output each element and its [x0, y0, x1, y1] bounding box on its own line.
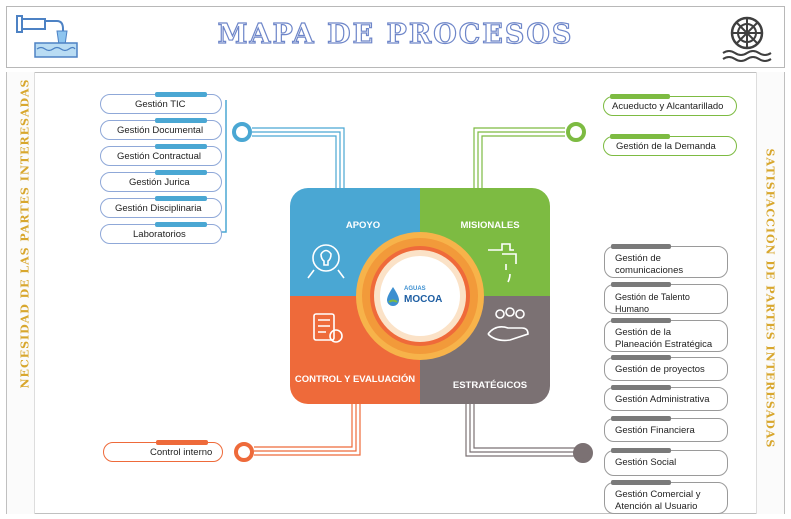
apoyo-item[interactable]: Laboratorios	[100, 222, 222, 244]
estrategicos-item[interactable]: Gestión de proyectos	[604, 355, 728, 381]
estrategicos-item[interactable]: Gestión de Talento Humano	[604, 282, 728, 314]
content-frame	[6, 72, 785, 514]
apoyo-connector	[232, 122, 252, 142]
page-title: MAPA DE PROCESOS	[217, 18, 574, 50]
team-hand-icon	[487, 307, 529, 342]
apoyo-item[interactable]: Gestión TIC	[100, 92, 222, 114]
misionales-connector	[566, 122, 586, 142]
control-connector	[234, 442, 254, 462]
misionales-label: MISIONALES	[460, 220, 520, 231]
logo-line1: AGUAS	[404, 286, 426, 292]
lightbulb-gear-icon	[307, 244, 345, 279]
faucet-icon	[488, 243, 517, 283]
water-pipe-icon	[16, 15, 78, 58]
apoyo-item[interactable]: Gestión Contractual	[100, 144, 222, 166]
header-bar: MAPA DE PROCESOS	[6, 6, 785, 68]
estrategicos-item[interactable]: Gestión Financiera	[604, 416, 728, 442]
apoyo-label: APOYO	[345, 220, 381, 231]
estrategicos-item[interactable]: Gestión Social	[604, 448, 728, 476]
apoyo-item[interactable]: Gestión Documental	[100, 118, 222, 140]
estrategicos-connector	[573, 443, 593, 463]
control-label: CONTROL Y EVALUACIÓN	[294, 374, 416, 385]
process-map-center	[290, 188, 550, 404]
misionales-item[interactable]: Acueducto y Alcantarillado	[603, 94, 737, 116]
estrategicos-item[interactable]: Gestión Comercial y Atención al Usuario	[604, 480, 728, 514]
logo-line2: MOCOA	[404, 294, 443, 305]
aguas-mocoa-logo: AGUAS MOCOA	[378, 280, 458, 316]
apoyo-item[interactable]: Gestión Jurica	[100, 170, 222, 192]
right-side-band	[756, 72, 784, 514]
estrategicos-label: ESTRATÉGICOS	[452, 380, 528, 391]
water-wheel-icon	[722, 16, 772, 62]
checklist-icon	[313, 313, 343, 343]
apoyo-item[interactable]: Gestión Disciplinaria	[100, 196, 222, 218]
left-side-band	[7, 72, 35, 514]
misionales-item[interactable]: Gestión de la Demanda	[603, 134, 737, 156]
control-item[interactable]: Control interno	[103, 440, 223, 462]
estrategicos-item[interactable]: Gestión de la Planeación Estratégica	[604, 318, 728, 352]
estrategicos-item[interactable]: Gestión Administrativa	[604, 385, 728, 411]
water-drop-icon	[387, 287, 399, 306]
estrategicos-item[interactable]: Gestión de comunicaciones	[604, 244, 728, 278]
